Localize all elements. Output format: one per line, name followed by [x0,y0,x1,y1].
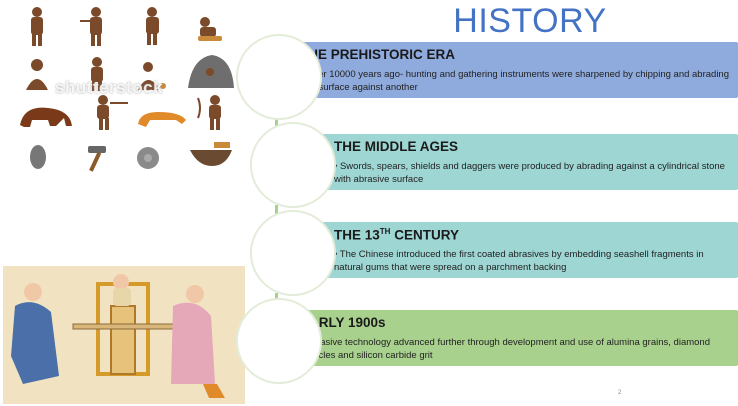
timeline-node [250,210,336,296]
timeline-item-early-1900s: EARLY 1900s • Abrasive technology advanc… [280,310,738,366]
page-number: 2 [618,390,622,396]
timeline-heading: EARLY 1900s [300,315,386,330]
timeline-bullet: • Over 10000 years ago- hunting and gath… [300,69,729,93]
timeline-heading: THE 13TH CENTURY [334,227,459,243]
prehistoric-figures-image [20,7,234,172]
timeline-node [236,34,322,120]
timeline-heading: THE PREHISTORIC ERA [300,47,456,62]
timeline-item-prehistoric: THE PREHISTORIC ERA • Over 10000 years a… [280,42,738,98]
timeline-node [236,298,322,384]
timeline-item-13th-century: THE 13TH CENTURY • The Chinese introduce… [318,222,738,278]
medieval-manuscript-image [3,266,245,404]
timeline-bullet: • Swords, spears, shields and daggers we… [334,161,725,185]
timeline-node [250,122,336,208]
timeline-heading: THE MIDDLE AGES [334,139,459,154]
timeline-bullet: • Abrasive technology advanced further t… [300,337,710,361]
timeline-bullet: • The Chinese introduced the first coate… [334,249,704,273]
slide-title: HISTORY [453,2,607,40]
timeline-item-middle-ages: THE MIDDLE AGES • Swords, spears, shield… [318,134,738,190]
watermark-text: shutterstock [55,78,164,97]
